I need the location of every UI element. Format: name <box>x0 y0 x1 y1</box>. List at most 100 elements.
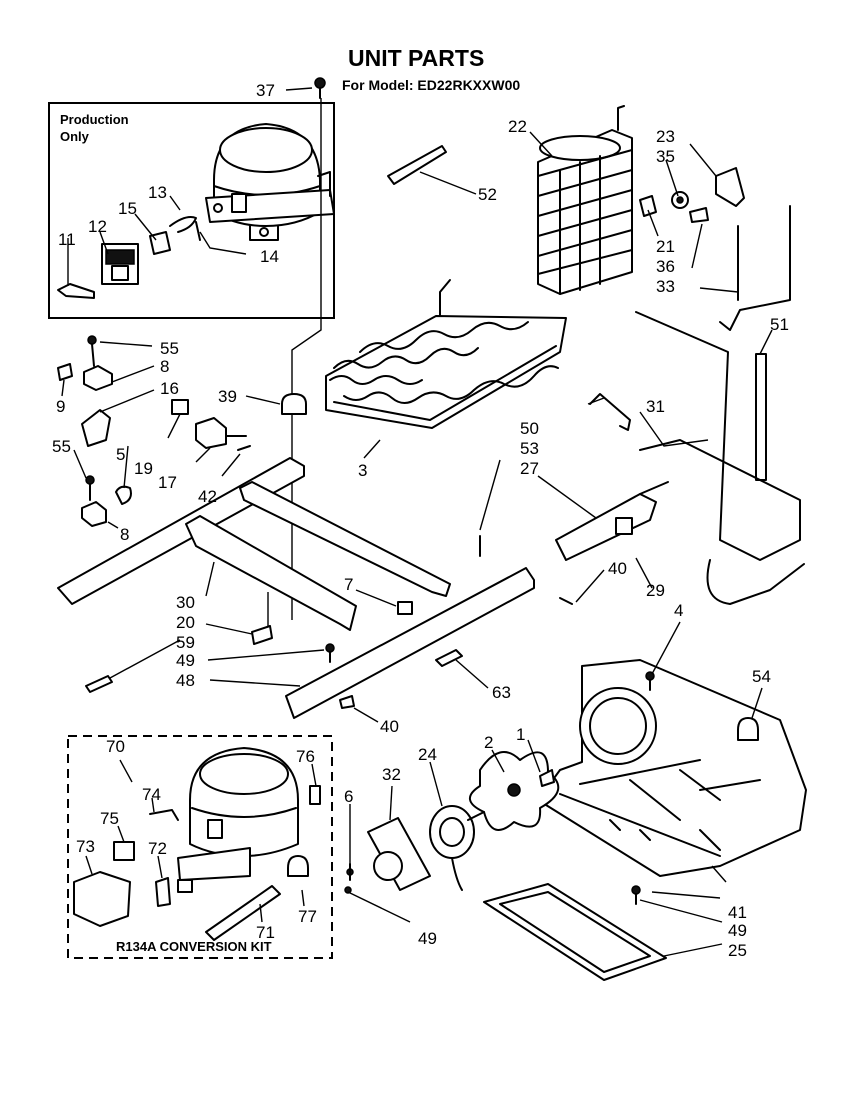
wire-part-51 <box>755 353 767 481</box>
fan-hub <box>507 783 521 797</box>
callout-53: 53 <box>520 439 539 458</box>
drain-pan-inner <box>499 891 651 973</box>
screw-part-55-bottom <box>85 475 95 501</box>
callout-12: 12 <box>88 217 107 236</box>
clip-part-11 <box>57 283 95 299</box>
tubing-part-31 <box>635 311 805 605</box>
callout-73: 73 <box>76 837 95 856</box>
defrost-thermostat-part-21 <box>639 195 657 217</box>
callout-20: 20 <box>176 613 195 632</box>
cord-part-52 <box>387 145 447 185</box>
callout-36: 36 <box>656 257 675 276</box>
callout-8-top: 8 <box>160 357 169 376</box>
callout-41: 41 <box>728 903 747 922</box>
callout-39: 39 <box>218 387 237 406</box>
callout-72: 72 <box>148 839 167 858</box>
callout-33: 33 <box>656 277 675 296</box>
frame-rails <box>57 457 535 719</box>
callout-35: 35 <box>656 147 675 166</box>
clip-part-13 <box>169 216 197 233</box>
drier-part-27 <box>555 481 669 561</box>
callout-5: 5 <box>116 445 125 464</box>
harness-part-33 <box>719 205 791 331</box>
callout-30: 30 <box>176 593 195 612</box>
callout-2: 2 <box>484 733 493 752</box>
callout-50: 50 <box>520 419 539 438</box>
callout-16: 16 <box>160 379 179 398</box>
screw-part-49-base <box>631 885 641 905</box>
callout-70: 70 <box>106 737 125 756</box>
bracket-part-8-bottom <box>81 501 107 527</box>
terminal-part-14 <box>195 221 201 241</box>
production-only-label-2: Only <box>60 129 90 144</box>
callout-71: 71 <box>256 923 275 942</box>
callout-17: 17 <box>158 473 177 492</box>
condenser-coil-part-3 <box>325 279 567 429</box>
callout-1: 1 <box>516 725 525 744</box>
callout-63: 63 <box>492 683 511 702</box>
conversion-kit-box <box>67 735 333 959</box>
leader-lines <box>61 87 773 957</box>
callout-27: 27 <box>520 459 539 478</box>
model-subtitle: For Model: ED22RKXXW00 <box>342 77 520 93</box>
cover-part-72b <box>177 879 193 893</box>
connector-part-19 <box>171 399 189 415</box>
callout-31: 31 <box>646 397 665 416</box>
callout-11: 11 <box>58 230 76 249</box>
grommet-part-77 <box>287 855 309 877</box>
callout-29: 29 <box>646 581 665 600</box>
clip-part-36 <box>689 207 709 223</box>
washer-part-39 <box>281 393 307 415</box>
clip-part-1 <box>539 769 555 787</box>
callout-7: 7 <box>344 575 353 594</box>
callout-14: 14 <box>260 247 279 266</box>
nut-part-40-lower <box>339 695 355 709</box>
clip-part-7 <box>397 601 413 615</box>
callout-25: 25 <box>728 941 747 960</box>
callout-75: 75 <box>100 809 119 828</box>
screw-part-49-fan <box>344 886 352 894</box>
callout-13: 13 <box>148 183 167 202</box>
clip-part-50 <box>589 393 631 431</box>
callout-49-fan: 49 <box>418 929 437 948</box>
page-title: UNIT PARTS <box>348 45 484 71</box>
callout-22: 22 <box>508 117 527 136</box>
callout-40-lower: 40 <box>380 717 399 736</box>
bracket-part-32 <box>367 817 431 891</box>
clip-part-20 <box>251 625 273 645</box>
callout-59: 59 <box>176 633 195 652</box>
wire-part-74 <box>149 809 179 821</box>
callout-77: 77 <box>298 907 317 926</box>
insulation-part-59 <box>85 675 113 693</box>
production-only-label-1: Production <box>60 112 129 127</box>
callout-42: 42 <box>198 487 217 506</box>
callouts: 37 52 22 23 35 21 36 33 5 1 13 15 12 11 1… <box>52 81 789 960</box>
foot-part-54 <box>737 717 759 741</box>
callout-9: 9 <box>56 397 65 416</box>
callout-37: 37 <box>256 81 275 100</box>
callout-23: 23 <box>656 127 675 146</box>
callout-15: 15 <box>118 199 137 218</box>
callout-54: 54 <box>752 667 771 686</box>
overload-part-15 <box>149 231 171 255</box>
screw-part-49-rail <box>325 643 335 663</box>
callout-8-bottom: 8 <box>120 525 129 544</box>
clip-part-5 <box>115 485 132 505</box>
fan-motor-part-24 <box>429 805 485 891</box>
bracket-part-16 <box>81 409 111 447</box>
callout-52: 52 <box>478 185 497 204</box>
relay-part-75 <box>113 841 135 861</box>
callout-74: 74 <box>142 785 161 804</box>
callout-55-bottom: 55 <box>52 437 71 456</box>
screw-part-37 <box>314 77 326 99</box>
callout-48: 48 <box>176 671 195 690</box>
callout-6: 6 <box>344 787 353 806</box>
screw-part-40-upper <box>559 597 573 605</box>
evaporator-coil-part-22 <box>537 105 633 295</box>
screw-part-55-top <box>87 335 97 367</box>
screw-part-6 <box>346 863 354 881</box>
callout-21: 21 <box>656 237 675 256</box>
callout-19: 19 <box>134 459 153 478</box>
callout-4: 4 <box>674 601 683 620</box>
